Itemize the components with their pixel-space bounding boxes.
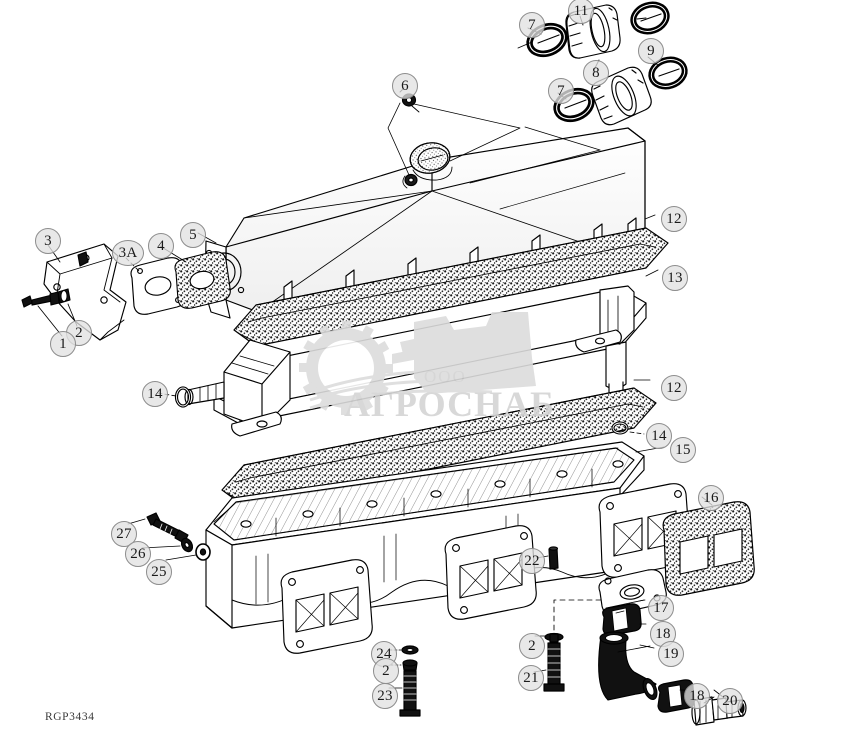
callout-label: 23 [377, 687, 393, 704]
callout-label: 6 [401, 77, 409, 94]
connector-group-upper [517, 1, 688, 126]
bolt-group-23 [388, 645, 421, 717]
exhaust-port-flange-left [280, 559, 373, 654]
capscrew-27 [127, 512, 189, 544]
callout-21: 21 [518, 665, 544, 691]
callout-label: 5 [189, 226, 197, 243]
callout-18: 18 [684, 683, 710, 709]
callout-label: 14 [147, 385, 163, 402]
callout-14: 14 [646, 423, 672, 449]
callout-7: 7 [548, 78, 574, 104]
callout-26: 26 [125, 541, 151, 567]
callout-5: 5 [180, 222, 206, 248]
callout-2: 2 [519, 633, 545, 659]
connector-tube-8 [591, 66, 652, 126]
callout-label: 17 [653, 599, 669, 616]
callout-8: 8 [583, 60, 609, 86]
callout-20: 20 [717, 688, 743, 714]
callout-label: 27 [116, 525, 132, 542]
bracket-washer-2 [57, 288, 78, 327]
callout-label: 22 [524, 552, 540, 569]
callout-25: 25 [146, 559, 172, 585]
callout-label: 8 [592, 64, 600, 81]
callout-label: 2 [382, 662, 390, 679]
callout-label: 18 [689, 687, 705, 704]
callout-label: 3 [44, 232, 52, 249]
callout-1: 1 [50, 331, 76, 357]
callout-9: 9 [638, 38, 664, 64]
callout-label: 19 [663, 645, 679, 662]
callout-label: 12 [666, 379, 682, 396]
callout-label: 2 [75, 324, 83, 341]
callout-label: 20 [722, 692, 738, 709]
fastener-group-left [127, 512, 211, 561]
callout-label: 3A [118, 244, 138, 261]
callout-label: 24 [376, 645, 392, 662]
water-hose-19 [598, 631, 658, 701]
callout-label: 12 [666, 210, 682, 227]
hose-clamp-18-upper [602, 603, 647, 636]
callout-22: 22 [519, 548, 545, 574]
bracket-bolt-1 [21, 291, 63, 337]
stud-21 [533, 642, 565, 692]
callout-17: 17 [648, 595, 674, 621]
lockwasher-26 [141, 537, 194, 553]
oring-9 [648, 56, 688, 90]
callout-label: 13 [667, 269, 683, 286]
cooler-left-endtank [223, 339, 291, 429]
callout-label: 2 [528, 637, 536, 654]
bolt-23 [388, 670, 421, 717]
stud-group-21 [533, 599, 623, 692]
callout-14: 14 [142, 381, 168, 407]
callout-23: 23 [372, 683, 398, 709]
callout-label: 1 [59, 335, 67, 352]
callout-label: 14 [651, 427, 667, 444]
callout-label: 26 [130, 545, 146, 562]
callout-6: 6 [392, 73, 418, 99]
callout-11: 11 [568, 0, 594, 24]
cover-opening [409, 142, 453, 181]
callout-label: 21 [523, 669, 539, 686]
callout-12: 12 [661, 375, 687, 401]
callout-label: 9 [647, 42, 655, 59]
gasket-small-4 [159, 245, 231, 309]
oring-14-right [611, 421, 645, 435]
manifold-bolt-bosses [240, 460, 624, 528]
callout-2: 2 [373, 658, 399, 684]
callout-label: 11 [573, 2, 589, 19]
callout-19: 19 [658, 641, 684, 667]
dowel-pin-22 [535, 546, 559, 570]
callout-12: 12 [661, 206, 687, 232]
oring-upper-right [630, 1, 670, 35]
bracket-group [21, 243, 231, 341]
callout-label: 15 [675, 441, 691, 458]
callout-label: 4 [157, 237, 165, 254]
callout-16: 16 [698, 485, 724, 511]
callout-7: 7 [519, 12, 545, 38]
callout-13: 13 [662, 265, 688, 291]
callout-label: 7 [528, 16, 536, 33]
washer-2-upper [389, 659, 418, 671]
callout-label: 16 [703, 489, 719, 506]
callout-label: 18 [655, 625, 671, 642]
flat-washer-24 [388, 645, 419, 655]
callout-label: 25 [151, 563, 167, 580]
callout-15: 15 [670, 437, 696, 463]
callout-4: 4 [148, 233, 174, 259]
washer-25 [165, 543, 211, 561]
exhaust-port-gasket-16 [662, 496, 755, 596]
drawing-code-label: RGP3434 [45, 711, 95, 723]
washer-2-stud [534, 632, 564, 643]
callout-label: 7 [557, 82, 565, 99]
exhaust-port-flange-center [444, 525, 537, 620]
callout-3a: 3A [112, 240, 144, 266]
callout-3: 3 [35, 228, 61, 254]
